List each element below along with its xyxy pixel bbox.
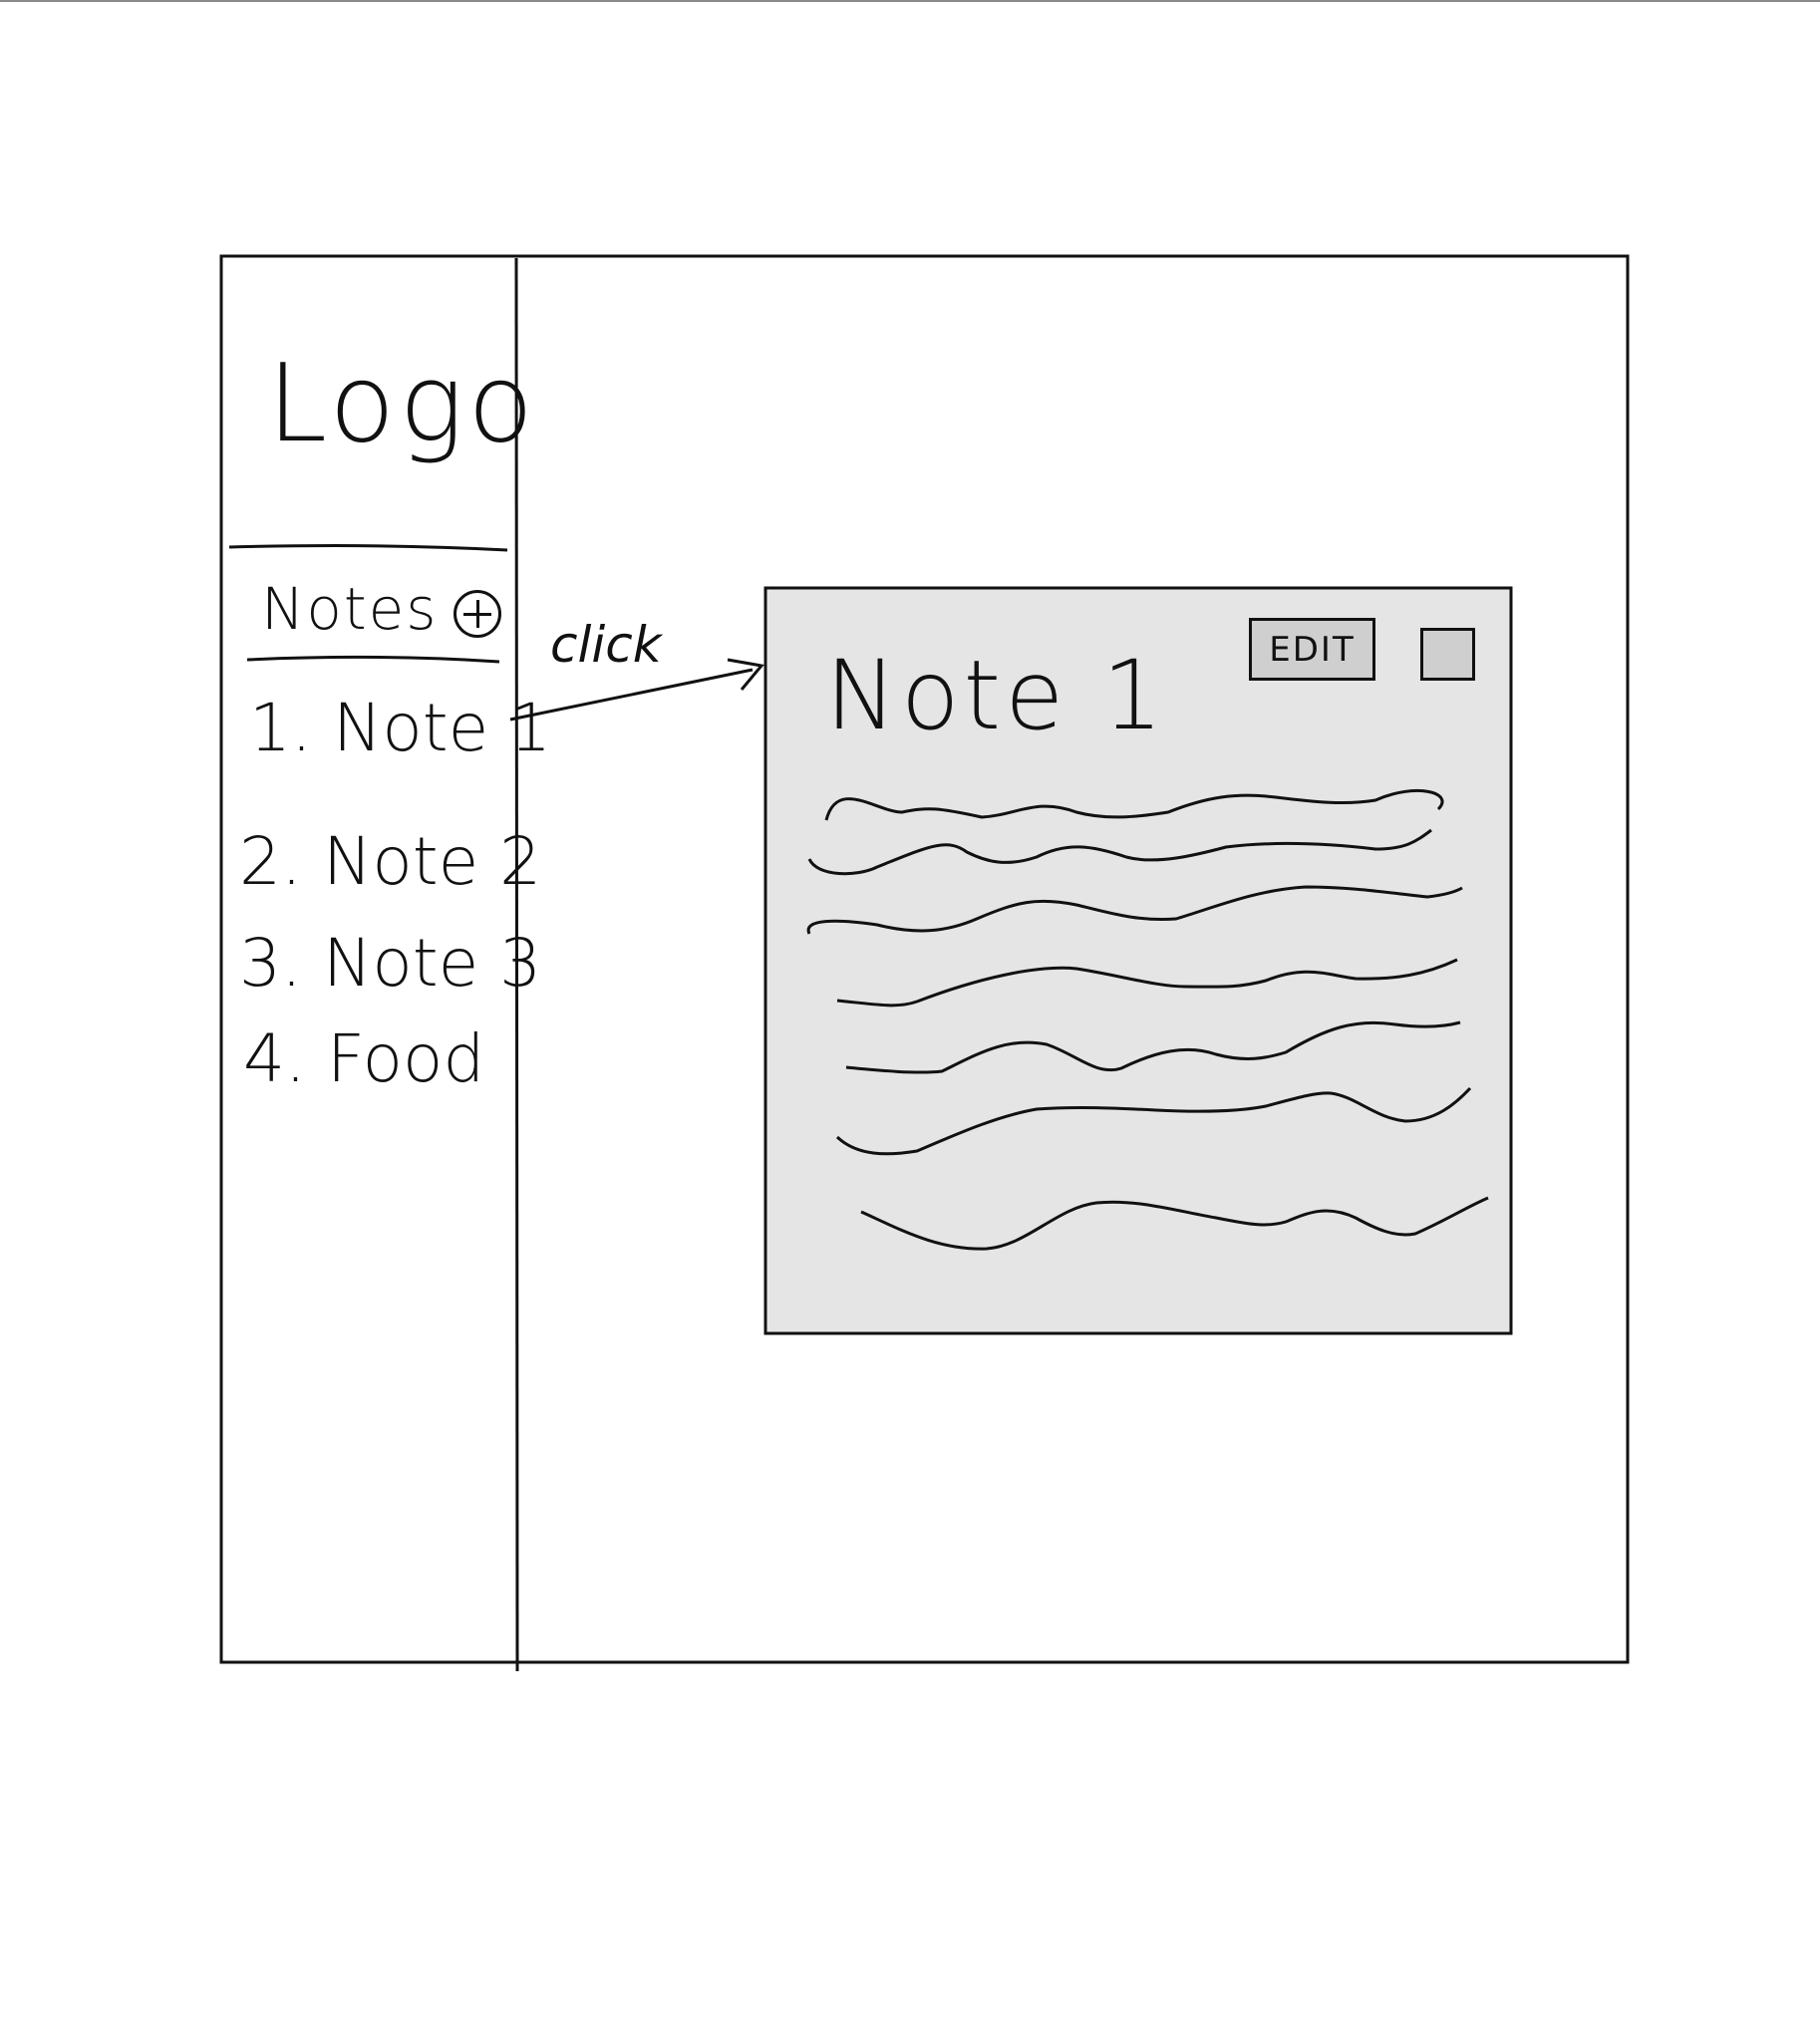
item-number: 3. <box>239 925 302 1002</box>
item-label: Note 1 <box>332 690 552 766</box>
note-title: Note 1 <box>825 640 1167 751</box>
top-border <box>0 0 1820 2</box>
scribble-line-4 <box>836 958 1458 1008</box>
sidebar-item-food[interactable]: 4. Food <box>243 1026 484 1092</box>
logo-separator <box>228 544 508 552</box>
scribble-line-6 <box>835 1086 1472 1156</box>
app-frame <box>219 254 1630 1664</box>
item-label: Note 2 <box>322 823 542 900</box>
click-arrow-head <box>727 658 764 691</box>
item-label: Note 3 <box>322 925 542 1002</box>
scribble-line-7 <box>860 1196 1489 1251</box>
click-annotation: click <box>550 616 662 674</box>
notes-underline <box>246 655 500 664</box>
note-body-scribbles <box>806 788 1489 1251</box>
notes-heading: Notes <box>261 575 439 643</box>
item-label: Food <box>326 1020 485 1097</box>
item-number: 2. <box>239 823 302 900</box>
logo: Logo <box>267 342 538 466</box>
scribble-line-5 <box>845 1020 1461 1074</box>
note-panel <box>763 586 1513 1335</box>
scribble-line-1 <box>824 788 1444 821</box>
add-note-button[interactable] <box>454 590 501 638</box>
scribble-line-2 <box>807 828 1432 876</box>
click-arrow <box>509 668 754 722</box>
sidebar-item-note-2[interactable]: 2. Note 2 <box>239 829 541 895</box>
item-number: 1. <box>249 690 312 766</box>
sidebar-item-note-3[interactable]: 3. Note 3 <box>239 931 541 997</box>
edit-button[interactable]: EDIT <box>1249 618 1375 681</box>
close-button[interactable] <box>1420 628 1475 681</box>
item-number: 4. <box>243 1020 306 1097</box>
scribble-line-3 <box>806 885 1463 935</box>
sidebar-divider <box>514 257 519 1672</box>
sidebar-item-note-1[interactable]: 1. Note 1 <box>249 696 551 761</box>
